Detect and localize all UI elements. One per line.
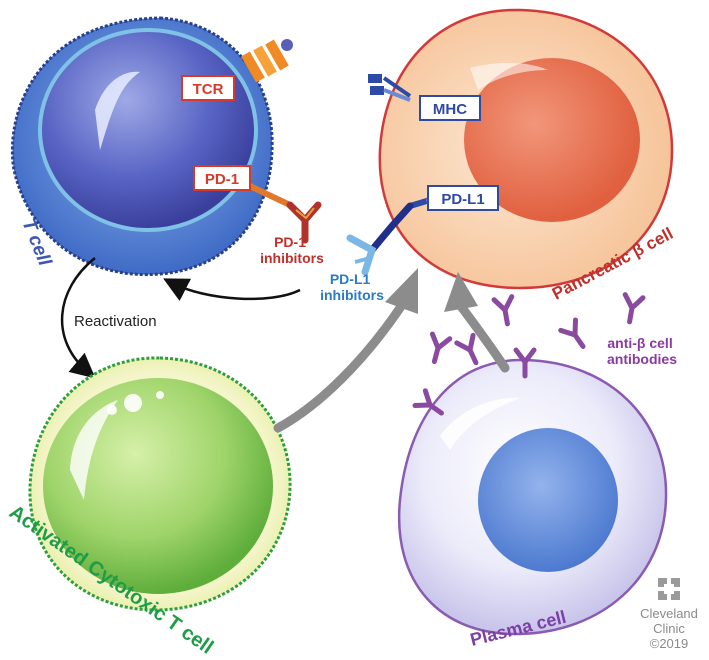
- tcr-label: TCR: [193, 81, 224, 98]
- antibodies-line2: antibodies: [607, 351, 677, 367]
- plasma-cell-nucleus: [478, 428, 618, 572]
- pd1-return-arrow: [163, 278, 301, 301]
- credit-line1: Cleveland: [640, 606, 698, 621]
- antibody-icon: [558, 317, 586, 349]
- pdl1-inhibitors-label: PD-L1 inhibitors: [320, 271, 384, 303]
- green-cell-nucleus: [43, 378, 273, 594]
- activated-cytotoxic-t-cell: [28, 356, 292, 612]
- antibody-icon: [429, 331, 453, 365]
- anti-beta-antibodies-label: anti-β cell antibodies: [607, 335, 677, 367]
- antibody-icon: [491, 294, 515, 327]
- cleveland-clinic-logo-icon: [658, 578, 680, 600]
- tcr-receptor-icon: [241, 39, 293, 83]
- reactivation-label: Reactivation: [74, 313, 157, 330]
- mhc-receptor-icon: [368, 74, 412, 102]
- reactivation-arrow: [60, 257, 96, 379]
- antibody-icon: [622, 292, 646, 325]
- pancreatic-cell-highlight: [470, 62, 548, 90]
- antibodies-line1: anti-β cell: [607, 335, 672, 351]
- pd1-label-box: PD-1: [193, 165, 251, 191]
- antibodies-group: [412, 292, 646, 416]
- pdl1-label-box: PD-L1: [427, 185, 499, 211]
- pdl1-label: PD-L1: [441, 191, 484, 208]
- t-cell-nucleus: [38, 28, 258, 232]
- cleveland-clinic-credit: Cleveland Clinic ©2019: [636, 578, 702, 651]
- pdl1-inhibitor-antibody-icon: [346, 202, 414, 276]
- mhc-label-box: MHC: [419, 95, 481, 121]
- t-cell: [10, 16, 274, 277]
- antibody-icon: [412, 388, 444, 416]
- pd1-inhibitors-line2: inhibitors: [260, 250, 324, 266]
- credit-line3: ©2019: [649, 636, 689, 651]
- credit-line2: Clinic: [653, 621, 685, 636]
- pancreatic-beta-cell: [378, 8, 674, 290]
- pdl1-inhibitors-line2: inhibitors: [320, 287, 384, 303]
- pd1-inhibitors-line1: PD-1: [274, 234, 306, 250]
- plasma-cell-highlight: [440, 397, 520, 450]
- pdl1-inhibitors-line1: PD-L1: [330, 271, 371, 287]
- plasma-cell: [397, 358, 668, 636]
- antibody-icon: [513, 347, 537, 379]
- pd1-inhibitor-antibody-icon: [286, 201, 322, 244]
- mhc-label: MHC: [433, 101, 467, 118]
- tcr-label-box: TCR: [181, 75, 235, 101]
- green-cell-highlight: [70, 400, 118, 500]
- antibody-icon: [454, 332, 479, 366]
- pd1-receptor-icon: [247, 183, 293, 208]
- cytotoxic-attack-arrow: [273, 268, 418, 433]
- pd1-label: PD-1: [205, 171, 239, 188]
- antibody-attack-arrow: [444, 272, 510, 373]
- pancreatic-cell-nucleus: [464, 58, 640, 222]
- t-cell-highlight: [95, 71, 140, 150]
- pd1-inhibitors-label: PD-1 inhibitors: [260, 234, 324, 266]
